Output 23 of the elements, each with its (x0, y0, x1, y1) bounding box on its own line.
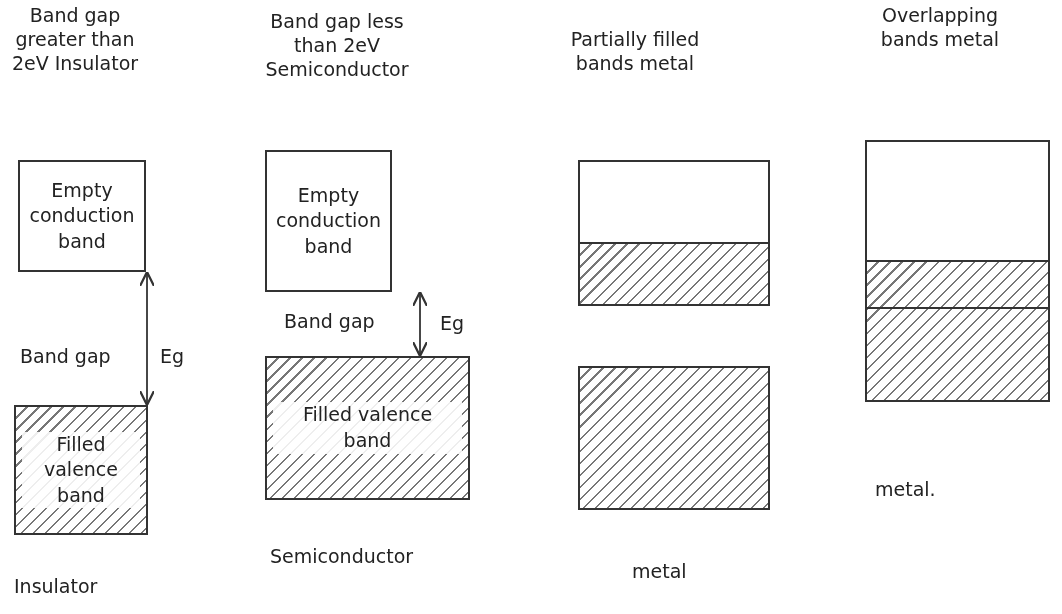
band-label: Filled valence band (22, 431, 140, 509)
caption-text: Insulator (14, 575, 98, 599)
double-arrow (411, 290, 429, 358)
heading-text: Band gap greater than 2eV Insulator (10, 4, 140, 76)
band-box (865, 140, 1050, 402)
band-box (265, 356, 470, 500)
heading-text: Overlapping bands metal (879, 4, 1001, 52)
edge-label: Band gap (282, 310, 377, 332)
energy-symbol: Eg (160, 345, 185, 369)
caption-text: metal. (875, 478, 936, 502)
heading-text: Band gap less than 2eV Semiconductor (264, 10, 410, 82)
heading-text: Partially filled bands metal (569, 28, 701, 76)
band-box (14, 405, 148, 535)
band-box (578, 366, 770, 510)
band-label: Filled valence band (273, 402, 462, 454)
band-box (265, 150, 392, 292)
band-box (18, 160, 146, 272)
double-arrow (138, 270, 156, 407)
edge-label: Band gap (18, 345, 113, 367)
caption-text: metal (632, 560, 687, 584)
energy-symbol: Eg (440, 312, 465, 336)
band-box (578, 160, 770, 306)
caption-text: Semiconductor (270, 545, 414, 569)
